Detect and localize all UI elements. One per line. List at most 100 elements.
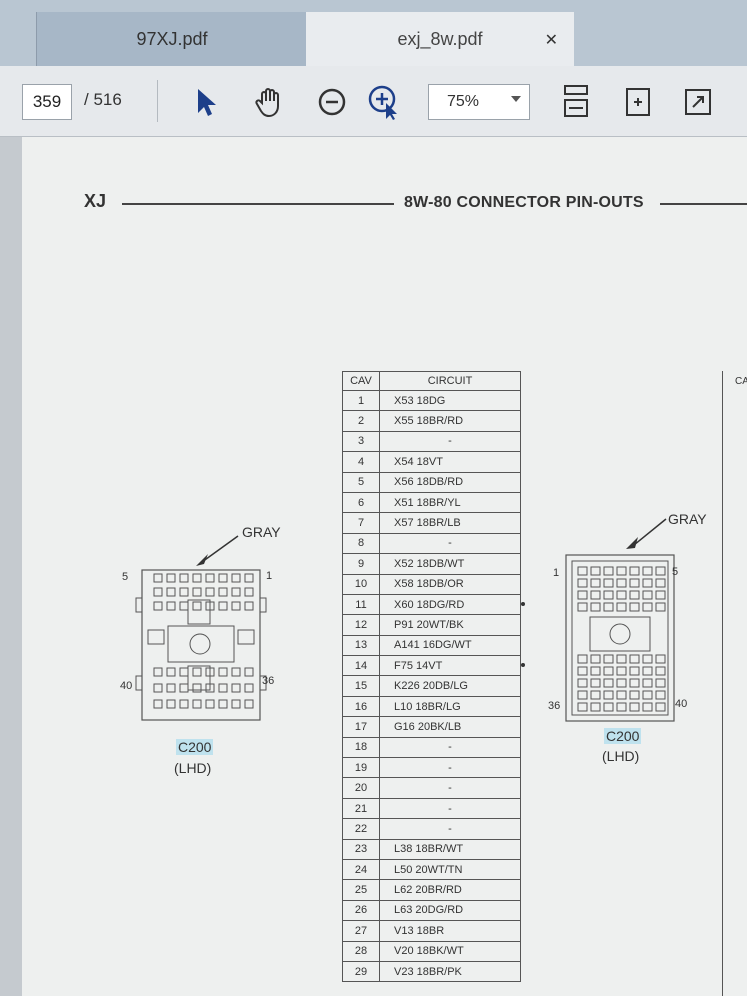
circuit-text: L10 18BR/LG <box>394 700 461 713</box>
hand-tool-icon[interactable] <box>250 82 290 122</box>
circuit-text: F75 14VT <box>394 659 443 672</box>
pin-cavity-icon <box>590 690 601 700</box>
circuit-code: - <box>379 797 521 820</box>
pin-cavity-icon <box>577 666 588 676</box>
pin-cavity-icon <box>205 683 215 693</box>
pin-cavity-icon <box>577 690 588 700</box>
pin-cavity-icon <box>655 654 666 664</box>
connector-name: C200 <box>604 728 642 744</box>
cavity-number: 19 <box>342 757 380 779</box>
pin-cavity-icon <box>655 602 666 612</box>
pin-cavity-icon <box>642 654 653 664</box>
cavity-number: 21 <box>342 797 380 820</box>
circuit-code: V20 18BK/WT <box>379 940 521 962</box>
column-header-circuit: CIRCUIT <box>379 371 521 391</box>
table-row: 22- <box>342 818 521 840</box>
pin-cavity-icon <box>616 678 627 688</box>
circuit-code: F75 14VT <box>379 655 525 677</box>
cavity-number: 3 <box>342 430 380 453</box>
pin-cavity-icon <box>231 667 241 677</box>
circuit-code: - <box>379 532 521 555</box>
pin-cavity-icon <box>179 601 189 611</box>
pin-cavity-icon <box>603 566 614 576</box>
pin-cavity-icon <box>616 690 627 700</box>
circuit-code: A141 16DG/WT <box>379 634 521 657</box>
cavity-number: 4 <box>342 451 380 473</box>
pin-number-label: 5 <box>122 571 129 583</box>
pin-number-label: 1 <box>266 570 273 582</box>
circuit-code: X54 18VT <box>379 451 521 473</box>
circuit-text: X56 18DB/RD <box>394 476 464 489</box>
fullscreen-icon[interactable] <box>678 82 718 122</box>
zoom-select[interactable]: 75% <box>428 84 530 120</box>
chevron-down-icon <box>511 96 521 102</box>
pin-cavity-icon <box>655 702 666 712</box>
circuit-code: L63 20DG/RD <box>379 899 521 922</box>
circuit-code: L38 18BR/WT <box>379 838 521 860</box>
page-number-input[interactable]: 359 <box>22 84 72 120</box>
circuit-code: G16 20BK/LB <box>379 716 521 738</box>
circuit-code: - <box>379 736 521 759</box>
circuit-text: - <box>448 741 452 754</box>
pin-cavity-icon <box>179 667 189 677</box>
circuit-code: X51 18BR/YL <box>379 491 521 514</box>
circuit-code: - <box>379 430 521 453</box>
tab-97xj[interactable]: 97XJ.pdf <box>36 12 307 66</box>
pin-cavity-icon <box>642 578 653 588</box>
pin-cavity-icon <box>629 702 640 712</box>
page-number-value: 359 <box>32 92 62 111</box>
pin-cavity-icon <box>590 578 601 588</box>
cavity-number: 22 <box>342 818 380 840</box>
circuit-text: G16 20BK/LB <box>394 720 462 733</box>
select-arrow-icon[interactable] <box>186 82 226 122</box>
pin-cavity-icon <box>179 699 189 709</box>
zoom-in-icon[interactable] <box>364 82 404 122</box>
circuit-code: L50 20WT/TN <box>379 858 521 881</box>
cavity-number: 23 <box>342 838 380 860</box>
splice-dot-icon <box>521 601 525 606</box>
pin-cavity-icon <box>590 654 601 664</box>
close-icon[interactable]: ✕ <box>544 32 558 49</box>
circuit-text: P91 20WT/BK <box>394 618 464 631</box>
splice-dot-icon <box>521 663 525 668</box>
pin-cavity-icon <box>577 602 588 612</box>
rotate-icon[interactable] <box>618 82 658 122</box>
pin-cavity-icon <box>616 566 627 576</box>
cavity-number: 5 <box>342 471 380 493</box>
table-row: 21- <box>342 797 521 820</box>
fit-page-icon[interactable] <box>556 82 596 122</box>
table-row: 18- <box>342 736 521 759</box>
tab-label: exj_8w.pdf <box>397 28 483 49</box>
pin-cavity-icon <box>590 702 601 712</box>
cavity-number: 26 <box>342 899 380 922</box>
adjacent-table-edge <box>722 371 747 996</box>
pin-cavity-icon <box>192 573 202 583</box>
pin-number-label: 5 <box>672 566 679 578</box>
pin-number-label: 36 <box>262 675 275 687</box>
pin-cavity-icon <box>655 590 666 600</box>
pin-cavity-icon <box>616 590 627 600</box>
cavity-number: 15 <box>342 675 380 697</box>
pin-number-label: 40 <box>120 680 133 692</box>
circuit-text: X58 18DB/OR <box>394 578 464 591</box>
zoom-out-icon[interactable] <box>312 82 352 122</box>
table-row: 20- <box>342 777 521 799</box>
pin-cavity-icon <box>629 578 640 588</box>
connector-face-left <box>135 535 267 721</box>
pin-cavity-icon <box>205 587 215 597</box>
circuit-text: K226 20DB/LG <box>394 680 468 693</box>
tab-exj-8w[interactable]: exj_8w.pdf ✕ <box>306 12 574 66</box>
pin-number-label: 1 <box>553 567 560 579</box>
pin-cavity-icon <box>153 587 163 597</box>
circuit-text: X60 18DG/RD <box>394 598 465 611</box>
pin-cavity-icon <box>629 566 640 576</box>
pin-cavity-icon <box>192 601 202 611</box>
circuit-text: L62 20BR/RD <box>394 884 462 897</box>
circuit-code: V23 18BR/PK <box>379 960 521 983</box>
circuit-code: X58 18DB/OR <box>379 573 521 595</box>
